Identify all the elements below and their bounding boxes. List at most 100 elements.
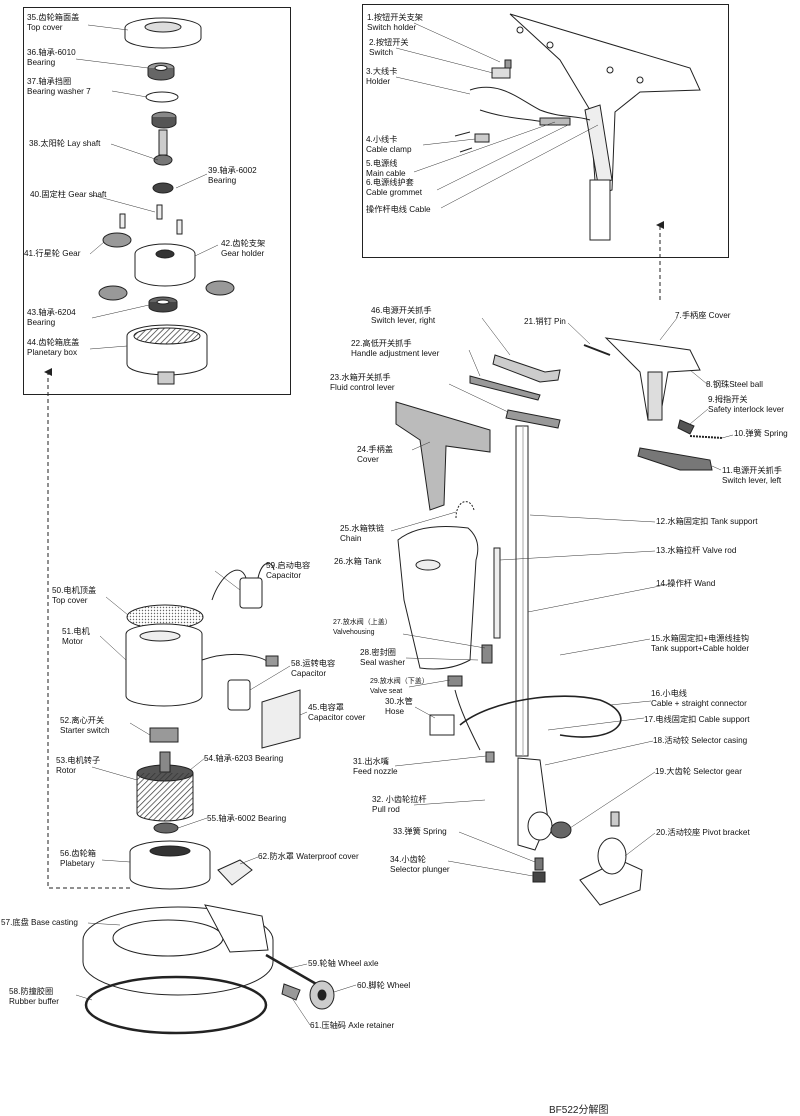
safety-interlock-lever-part xyxy=(677,419,695,435)
handle-cover-part xyxy=(395,401,491,511)
gearbox-planetary-part xyxy=(129,840,211,890)
pin-part xyxy=(583,344,611,356)
waterproof-cover-part xyxy=(217,859,253,886)
label-tank-support: 12.水箱固定扣 Tank support xyxy=(656,517,758,526)
run-capacitor-part xyxy=(201,653,279,711)
wheel-part xyxy=(309,980,335,1010)
label-wheel: 60.脚轮 Wheel xyxy=(357,981,411,990)
main-cable-wire xyxy=(469,86,591,126)
label-pin: 21.销钉 Pin xyxy=(524,317,566,326)
planetary-box-part xyxy=(126,324,208,385)
cable-straight-connector-part xyxy=(459,695,622,738)
top-cover-part xyxy=(124,17,202,49)
label-gear-shaft: 40.固定柱 Gear shaft xyxy=(30,190,107,199)
gearbox-detail-frame xyxy=(23,7,291,395)
bearing-6002-lower-part xyxy=(153,822,179,834)
label-selector-casing: 18.活动铰 Selector casing xyxy=(653,736,748,745)
label-wheel-axle: 59.轮轴 Wheel axle xyxy=(308,959,379,968)
base-casting-part xyxy=(82,904,274,996)
label-axle-retainer: 61.压轴码 Axle retainer xyxy=(310,1021,395,1030)
axle-retainer-part xyxy=(281,983,301,1001)
switch-detail-frame xyxy=(362,4,729,258)
feed-nozzle-part xyxy=(429,714,495,763)
motor-part xyxy=(125,623,203,707)
starter-switch-part xyxy=(149,727,179,743)
label-base-casting: 57.底盘 Base casting xyxy=(1,918,78,927)
planet-gear-part xyxy=(98,232,235,301)
selector-casing-part xyxy=(517,757,553,851)
pivot-bracket-part xyxy=(579,811,643,906)
label-valve-rod: 13.水箱拉杆 Valve rod xyxy=(656,546,737,555)
label-lay-shaft: 38.太阳轮 Lay shaft xyxy=(29,139,101,148)
spring-part xyxy=(689,435,723,439)
label-waterproof-cover: 62.防水罩 Waterproof cover xyxy=(258,852,359,861)
label-valve-housing: 27.放水阀（上盖）Valvehousing xyxy=(333,619,392,636)
tank-part xyxy=(397,526,479,670)
capacitor-cover-part xyxy=(261,689,301,749)
fluid-control-lever-part xyxy=(505,409,561,429)
selector-plunger-part xyxy=(532,857,546,883)
chain-part xyxy=(455,501,475,519)
cable-grommet-part xyxy=(539,117,571,126)
leader-lines xyxy=(75,22,734,1026)
label-bearing-6002-lower: 55.轴承-6002 Bearing xyxy=(207,814,287,823)
label-bearing-6203: 54.轴承-6203 Bearing xyxy=(204,754,284,763)
label-spring-upper: 10.弹簧 Spring xyxy=(734,429,788,438)
valve-housing-part xyxy=(447,644,493,687)
label-steel-ball: 8.钢珠Steel ball xyxy=(706,380,763,389)
start-capacitor-part xyxy=(211,562,275,609)
switch-handle-housing-part xyxy=(509,13,701,241)
wand-part xyxy=(515,425,529,757)
bearing-6010-part xyxy=(147,62,175,81)
cable-clamp-part xyxy=(454,131,490,153)
diagram-caption: BF522分解图 xyxy=(549,1105,609,1116)
gear-holder-part xyxy=(134,243,196,287)
switch-lever-left-part xyxy=(637,447,713,471)
assembly-arrows xyxy=(44,221,664,889)
gear-shafts-part xyxy=(119,204,183,235)
label-selector-gear: 19.大齿轮 Selector gear xyxy=(655,767,742,776)
handle-cover-top-part xyxy=(604,337,701,421)
handle-adjustment-lever-part xyxy=(469,375,541,401)
label-valve-seat: 29.放水阀（下盖）Valve seat xyxy=(370,678,429,695)
label-cable-support: 17.电线固定扣 Cable support xyxy=(644,715,750,724)
bearing-washer-part xyxy=(145,91,179,103)
lay-shaft-part xyxy=(152,129,174,194)
switch-lever-right-part xyxy=(492,354,561,383)
label-tank: 26.水箱 Tank xyxy=(334,557,382,566)
wheel-axle-part xyxy=(265,953,319,987)
label-planet-gear: 41.行星轮 Gear xyxy=(24,249,81,258)
label-wand: 14.操作杆 Wand xyxy=(656,579,716,588)
valve-rod-part xyxy=(493,547,501,639)
